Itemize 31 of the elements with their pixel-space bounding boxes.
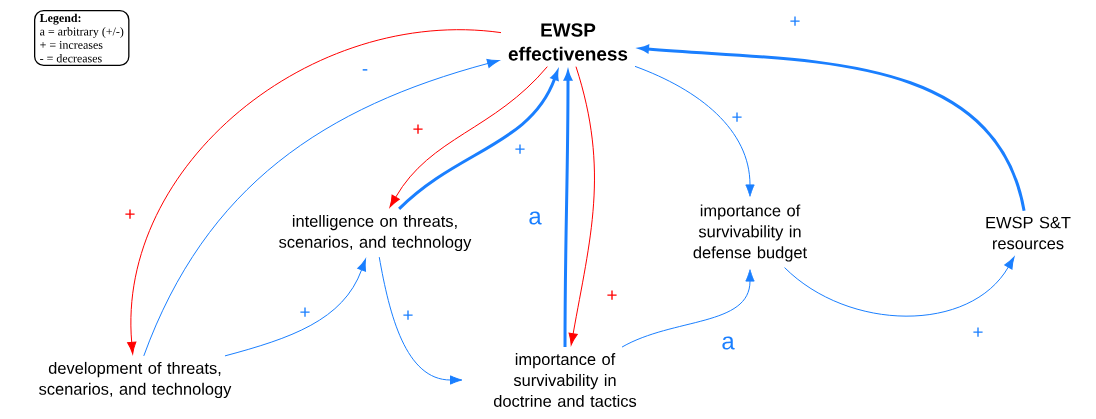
variable-label: importance of survivability in defense budget: [693, 204, 807, 262]
label: Legend:: [39, 13, 81, 25]
arrow: [389, 66, 548, 208]
variable-label: intelligence on threats, scenarios, and technology: [279, 214, 472, 252]
edge-label: +: [513, 143, 527, 157]
edge-label: +: [788, 15, 802, 29]
arrow: [378, 256, 463, 385]
variable-label: importance of survivability in doctrine and tactics: [493, 353, 637, 407]
edge-label: +: [971, 326, 985, 340]
legend-box: Legend: a = arbitrary (+/-) + = increases - = decreases: [34, 10, 130, 67]
edge-label: +: [123, 208, 137, 222]
edge-label: -: [360, 68, 370, 76]
variable-label: development of threats, scenarios, and technology: [39, 361, 232, 399]
edge-label: a: [527, 210, 543, 226]
arrow: [634, 65, 755, 197]
arrow: [784, 256, 1015, 317]
arrow: [398, 70, 559, 210]
legend-label: + = increases: [40, 40, 103, 49]
edge-label: +: [298, 306, 312, 320]
variable-label: EWSP S&T resources: [986, 216, 1071, 250]
edge-label: +: [411, 123, 425, 137]
edge-label: +: [401, 309, 415, 323]
edge-label: +: [730, 111, 744, 125]
edge-label: a: [720, 335, 736, 351]
arrow: [224, 258, 366, 357]
edge-label: +: [605, 289, 619, 303]
arrow: [568, 66, 595, 346]
arrow: [621, 269, 755, 348]
legend-label: - = decreases: [40, 54, 102, 63]
variable-label: EWSP effectiveness: [508, 23, 628, 61]
legend-label: a = arbitrary (+/-): [40, 27, 124, 38]
